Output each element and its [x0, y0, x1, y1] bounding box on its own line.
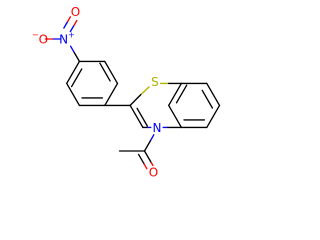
nitro-nitrogen-symbol: N: [59, 33, 68, 47]
bond: [99, 62, 111, 82]
bond: [104, 82, 119, 107]
bond: [150, 161, 154, 167]
bond: [143, 140, 151, 152]
bond: [66, 16, 72, 23]
bond: [69, 24, 75, 33]
bond: [129, 93, 142, 107]
bond: [66, 82, 81, 107]
bond: [63, 20, 69, 29]
bond: [149, 134, 155, 142]
bond: [168, 82, 183, 107]
nitro-oxygen-charge: −: [32, 30, 39, 39]
bond: [140, 86, 150, 96]
atom-labels: S N O N+ −O O: [32, 5, 162, 180]
bonds: [44, 16, 221, 170]
structure-diagram: S N O N+ −O O: [32, 5, 221, 180]
bond: [143, 150, 152, 164]
carbonyl-oxygen: O: [149, 166, 158, 180]
bond: [66, 60, 81, 85]
bond: [136, 107, 148, 127]
nitro-oxygen-double: O: [71, 5, 80, 19]
sulfur-atom: S: [151, 75, 159, 89]
bond: [104, 60, 119, 85]
nitrogen-atom: N: [153, 121, 162, 135]
nitro-nitrogen: N+: [59, 30, 75, 47]
bond: [206, 104, 221, 129]
bond: [73, 19, 78, 27]
bond: [201, 89, 214, 109]
bond: [137, 153, 145, 165]
bond: [206, 82, 221, 107]
bond: [70, 68, 83, 88]
nitro-nitrogen-charge: +: [68, 30, 75, 39]
bond: [129, 104, 144, 129]
bond: [73, 51, 81, 63]
nitro-oxygen-minus: −O: [32, 30, 48, 47]
bond: [69, 45, 75, 53]
bond: [168, 104, 183, 129]
bond: [175, 84, 188, 104]
nitro-oxygen-symbol: O: [39, 33, 48, 47]
bond: [143, 163, 148, 170]
